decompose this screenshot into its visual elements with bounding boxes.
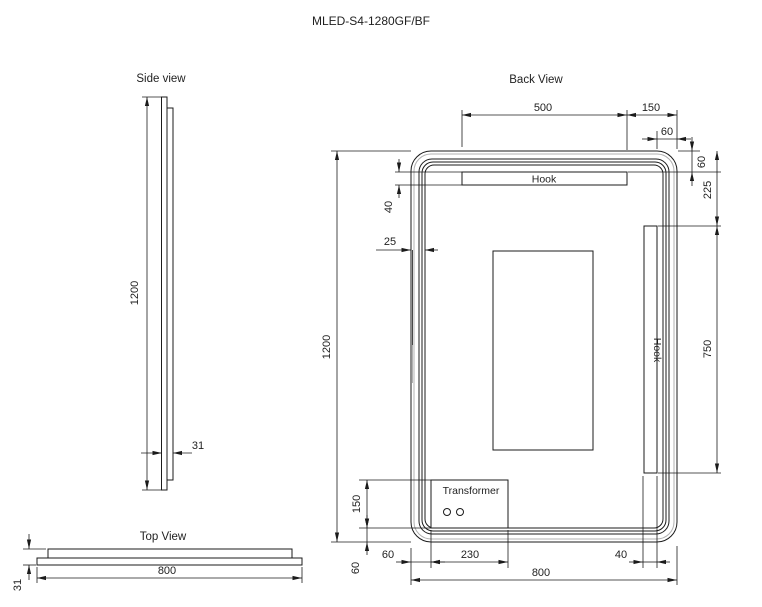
dim-transformer-width: 230 <box>431 530 509 568</box>
hook-offset-top-value: 60 <box>696 156 708 168</box>
dim-frame-inset: 25 <box>376 236 438 253</box>
back-view-label: Back View <box>509 74 563 86</box>
side-view-dim-thickness: 31 <box>141 440 204 456</box>
dim-hook-to-edge: 150 <box>627 102 678 149</box>
dim-hook-offset-top: 60 <box>628 137 721 186</box>
mirror-outer-edge <box>410 150 678 543</box>
bottom-gap-value: 60 <box>350 562 362 574</box>
hook-width-value: 500 <box>534 102 552 114</box>
right-hook-length-value: 750 <box>702 340 714 358</box>
side-view-thickness-value: 31 <box>192 440 204 452</box>
top-view-dim-thickness: 31 <box>12 534 46 591</box>
side-view-label: Side view <box>136 73 186 85</box>
dim-hook-bar-height: 40 <box>383 159 462 213</box>
side-view-back-panel <box>166 107 174 481</box>
top-view-back-panel <box>47 548 293 559</box>
back-view-mirror-body <box>410 150 678 543</box>
transformer-hole-2 <box>456 508 464 516</box>
transformer-height-value: 150 <box>351 495 363 513</box>
dim-hook-width: 500 <box>461 102 628 150</box>
dim-right-hook-length: 750 <box>658 226 721 474</box>
back-view: Back View Hook Hook Transformer <box>321 74 721 585</box>
top-view-glass-panel <box>36 557 303 566</box>
side-view-glass-panel <box>161 96 168 491</box>
page-title: MLED-S4-1280GF/BF <box>312 14 430 28</box>
dim-right-hook-offset: 225 <box>658 151 721 227</box>
right-hook-label: Hook <box>651 338 663 363</box>
dim-back-width: 800 <box>410 546 678 585</box>
hook-to-edge-value: 150 <box>642 102 660 114</box>
dim-transformer-offset: 60 <box>382 530 445 568</box>
right-hook-width-value: 40 <box>615 549 627 561</box>
top-view-label: Top View <box>140 531 187 543</box>
back-view-transformer: Transformer <box>430 479 509 529</box>
back-view-top-hook: Hook <box>461 171 628 186</box>
right-hook-offset-value: 225 <box>702 181 714 199</box>
mirror-glass-edge <box>413 153 675 540</box>
dim-hook-inset-right: 60 <box>642 126 691 149</box>
back-width-value: 800 <box>532 567 550 579</box>
transformer-width-value: 230 <box>461 549 479 561</box>
led-frame-line-1 <box>418 158 670 535</box>
transformer-label: Transformer <box>443 485 500 497</box>
transformer-offset-value: 60 <box>382 549 394 561</box>
top-hook-label: Hook <box>532 174 557 186</box>
side-view-dim-height: 1200 <box>129 96 162 491</box>
top-view: Top View 800 31 <box>12 531 303 591</box>
side-view: Side view 1200 31 <box>129 73 204 491</box>
top-view-width-value: 800 <box>158 565 176 577</box>
back-view-right-hook: Hook <box>643 225 663 474</box>
dim-back-height: 1200 <box>321 150 411 543</box>
side-view-height-value: 1200 <box>129 281 141 305</box>
led-frame-line-3 <box>424 164 664 529</box>
dim-transformer-height: 150 <box>351 479 431 529</box>
led-frame-line-2 <box>421 161 667 532</box>
top-view-thickness-value: 31 <box>12 579 24 591</box>
transformer-hole-1 <box>443 508 451 516</box>
dim-bottom-gap: 60 <box>350 515 370 574</box>
top-view-dim-width: 800 <box>36 565 303 583</box>
back-view-center-cutout <box>492 250 594 451</box>
back-height-value: 1200 <box>321 335 333 359</box>
hook-inset-right-value: 60 <box>661 126 673 138</box>
dim-right-hook-width: 40 <box>615 476 670 568</box>
frame-inset-value: 25 <box>384 236 396 248</box>
hook-bar-height-value: 40 <box>383 201 395 213</box>
